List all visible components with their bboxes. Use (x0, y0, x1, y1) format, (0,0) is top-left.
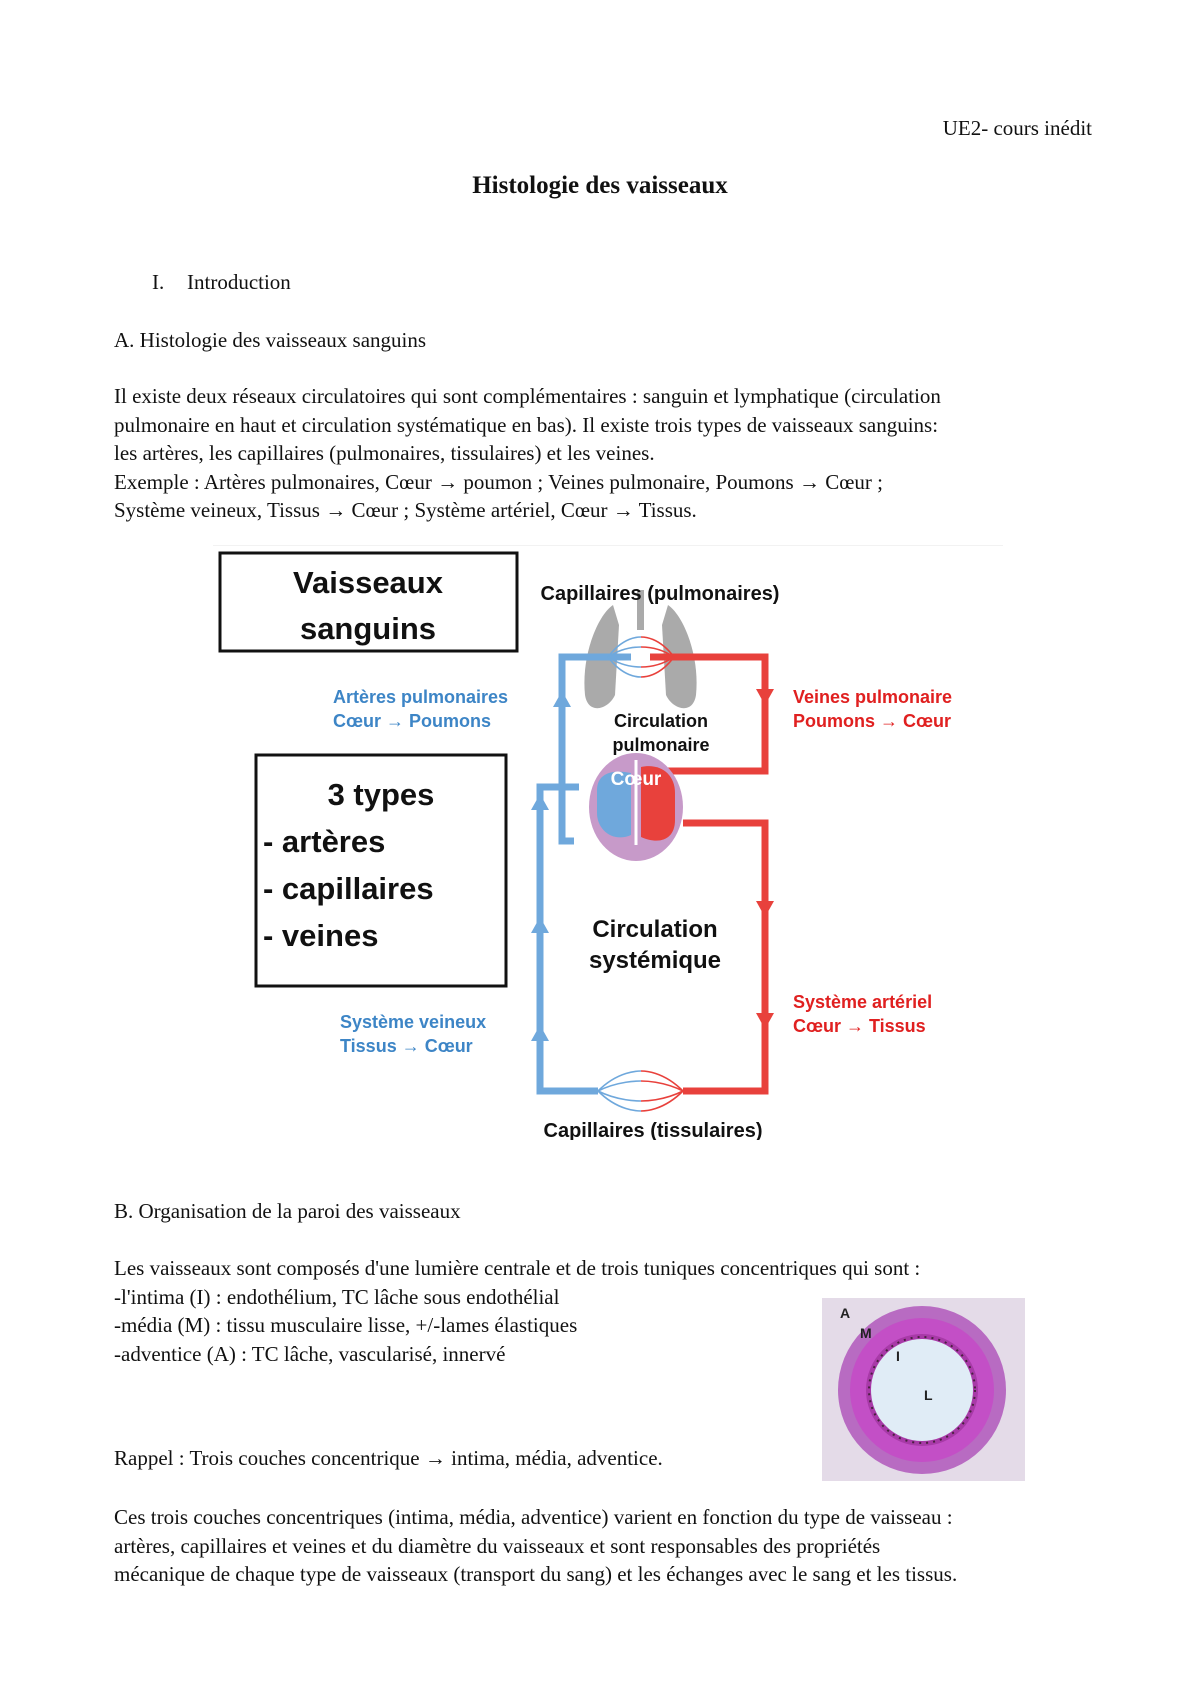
paragraph-line: pulmonaire en haut et circulation systém… (114, 412, 939, 437)
section-title: Introduction (187, 270, 291, 294)
lungs-icon (584, 590, 697, 709)
circulation-pulmonaire-label-2: pulmonaire (612, 735, 709, 755)
section-b-heading: B. Organisation de la paroi des vaisseau… (114, 1199, 461, 1223)
paragraph-line: Système veineux, Tissus → Cœur ; Système… (114, 498, 697, 522)
paragraph-line: Les vaisseaux sont composés d'une lumièr… (114, 1256, 921, 1280)
paragraph-line: artères, capillaires et veines et du dia… (114, 1533, 881, 1558)
paragraph-line: mécanique de chaque type de vaisseaux (t… (114, 1562, 958, 1586)
section-b-list: Les vaisseaux sont composés d'une lumièr… (114, 1254, 1104, 1368)
coeur-label: Cœur (611, 769, 662, 790)
systemic-circuit (536, 783, 769, 1095)
type-item: - veines (263, 918, 378, 953)
arrow-up-icon (531, 794, 549, 810)
page-title: Histologie des vaisseaux (472, 172, 728, 199)
capillaires-tissulaires-label: Capillaires (tissulaires) (544, 1120, 763, 1140)
veines-pulmonaire-label: Veines pulmonaire (793, 687, 952, 707)
vaisseaux-box (218, 551, 519, 653)
arrow-down-icon (756, 689, 774, 705)
types-box (254, 753, 508, 988)
pulmonary-circuit (558, 653, 769, 845)
section-a-heading: A. Histologie des vaisseaux sanguins (114, 328, 427, 352)
paragraph-line: Exemple : Artères pulmonaires, Cœur → po… (114, 469, 883, 494)
veines-pulmonaire-path: Poumons → Cœur (793, 711, 951, 731)
list-item: -adventice (A) : TC lâche, vascularisé, … (114, 1341, 506, 1366)
systeme-veineux-path: Tissus → Cœur (340, 1036, 473, 1056)
histo-label-a: A (840, 1305, 850, 1321)
section-a-paragraph: Il existe deux réseaux circulatoires qui… (114, 382, 1104, 525)
vaisseaux-label: Vaisseaux (293, 565, 444, 600)
types-title: 3 types (328, 777, 435, 812)
type-item: - capillaires (263, 871, 434, 906)
paragraph-line: Ces trois couches concentriques (intima,… (114, 1505, 953, 1529)
course-header: UE2- cours inédit (942, 116, 1092, 140)
closing-paragraph: Ces trois couches concentriques (intima,… (114, 1503, 1104, 1589)
type-item: - artères (263, 824, 385, 859)
arrow-down-icon (756, 1013, 774, 1029)
arrow-up-icon (553, 691, 571, 707)
paragraph-line: Il existe deux réseaux circulatoires qui… (114, 384, 941, 408)
circulation-pulmonaire-label: Circulation (614, 711, 708, 731)
circulation-systemique-label-2: systémique (589, 947, 721, 974)
sanguins-label: sanguins (300, 611, 436, 646)
rappel-line: Rappel : Trois couches concentrique → in… (114, 1446, 663, 1470)
arrow-down-icon (756, 901, 774, 917)
list-item: -média (M) : tissu musculaire lisse, +/-… (114, 1313, 578, 1337)
histo-label-l: L (924, 1387, 933, 1403)
arrow-up-icon (531, 1025, 549, 1041)
section-numeral: I. (152, 270, 165, 294)
heart-icon (589, 753, 683, 861)
histo-label-i: I (896, 1348, 900, 1364)
arteres-pulmonaires-label: Artères pulmonaires (333, 687, 508, 707)
systeme-arteriel-path: Cœur → Tissus (793, 1016, 926, 1036)
capillaires-pulmonaires-label: Capillaires (pulmonaires) (541, 583, 780, 605)
systeme-veineux-label: Système veineux (340, 1012, 486, 1032)
systeme-arteriel-label: Système artériel (793, 992, 932, 1012)
vessel-histology-image: A M I L (822, 1298, 1025, 1481)
circulation-systemique-label: Circulation (592, 916, 717, 943)
list-item: -l'intima (I) : endothélium, TC lâche so… (114, 1284, 560, 1309)
pulmonary-capillaries-icon (607, 636, 675, 678)
tissue-capillaries-icon (597, 1070, 684, 1112)
paragraph-line: les artères, les capillaires (pulmonaire… (114, 441, 655, 465)
arteres-pulmonaires-path: Cœur → Poumons (333, 711, 491, 731)
arrow-up-icon (531, 917, 549, 933)
histo-label-m: M (860, 1325, 872, 1341)
circulation-diagram: Vaisseaux sanguins 3 types - artères - c… (213, 545, 1003, 1140)
